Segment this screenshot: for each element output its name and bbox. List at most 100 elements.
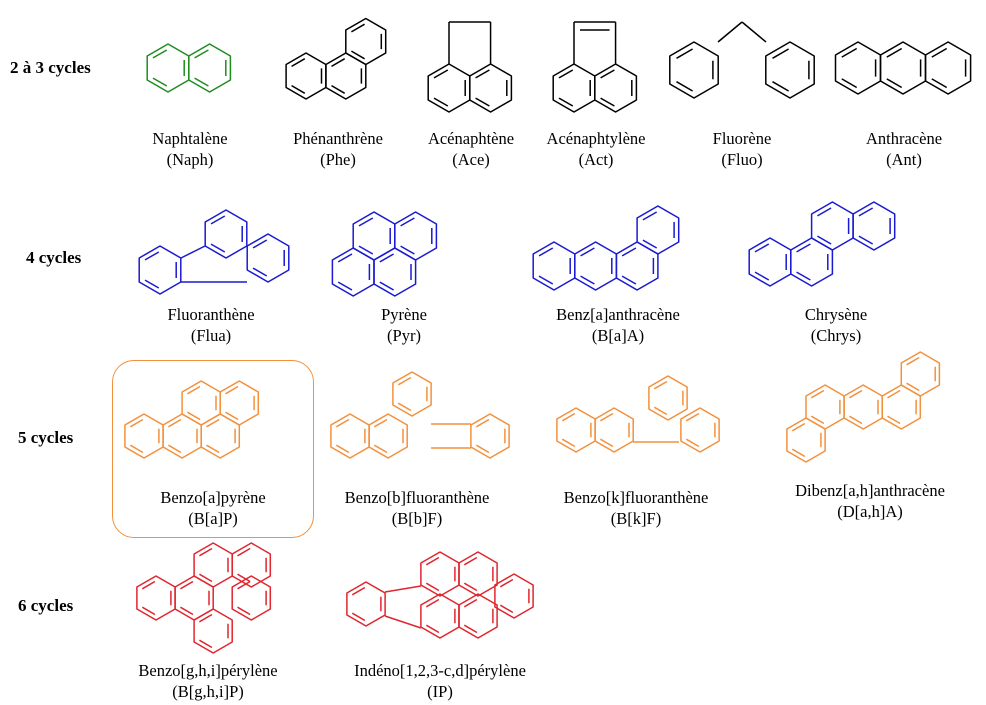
benzene-ring: [615, 241, 659, 291]
bond-line: [384, 615, 422, 629]
caption-indeno-perylene: Indéno[1,2,3-c,d]pérylène (IP): [354, 660, 526, 702]
naphtalene-structure: [146, 43, 232, 93]
benzene-ring: [748, 237, 792, 287]
benzene-ring: [924, 41, 972, 95]
row-label-4-cycles: 4 cycles: [26, 248, 82, 267]
benzene-ring: [834, 41, 882, 95]
caption-acenaphtylene: Acénaphtylène (Act): [547, 128, 646, 170]
abbr-pyrene: (Pyr): [387, 326, 421, 345]
benzene-ring: [556, 407, 596, 453]
benzene-ring: [458, 551, 498, 597]
abbr-chrysene: (Chrys): [810, 326, 862, 345]
caption-anthracene: Anthracène (Ant): [866, 128, 942, 170]
fluoranthene-structure: [138, 209, 290, 295]
anthracene-structure: [834, 41, 972, 95]
benzene-ring: [246, 233, 290, 283]
benzene-ring: [765, 41, 815, 99]
benzene-ring: [193, 608, 233, 654]
name-benzo-b-fluoranthene: Benzo[b]fluoranthène: [344, 488, 490, 507]
benzene-ring: [193, 542, 233, 588]
name-indeno-perylene: Indéno[1,2,3-c,d]pérylène: [354, 661, 526, 680]
name-pyrene: Pyrène: [381, 305, 427, 324]
benzene-ring: [345, 17, 387, 66]
dibenz-a-h-anthracene-structure: [786, 351, 941, 463]
bond-line: [180, 245, 206, 259]
bond-line: [384, 585, 422, 593]
benzene-ring: [285, 52, 327, 100]
abbr-indeno-perylene: (IP): [427, 682, 453, 701]
benzo-k-fluoranthene-structure: [556, 375, 720, 453]
benzene-ring: [231, 575, 272, 621]
caption-benz-a-anthracene: Benz[a]anthracène (B[a]A): [556, 304, 680, 346]
benzene-ring: [420, 593, 460, 639]
benzene-ring: [352, 211, 396, 261]
benzene-ring: [879, 41, 927, 95]
benzene-ring: [470, 413, 510, 459]
benzene-ring: [373, 247, 417, 297]
benzene-ring: [368, 413, 408, 459]
benzene-ring: [574, 241, 618, 291]
abbr-fluorene: (Fluo): [721, 150, 763, 169]
benzene-ring: [146, 43, 190, 93]
benzene-ring: [427, 63, 471, 113]
bond-line: [717, 21, 743, 43]
row-label-2-3-cycles: 2 à 3 cycles: [10, 58, 91, 77]
benzene-ring: [900, 351, 941, 397]
name-naphtalene: Naphtalène: [152, 129, 228, 148]
benzene-ring: [594, 407, 634, 453]
caption-naphtalene: Naphtalène (Naph): [152, 128, 227, 170]
name-benz-a-anthracene: Benz[a]anthracène: [556, 305, 680, 324]
caption-benzo-ghi-perylene: Benzo[g,h,i]pérylène (B[g,h,i]P): [138, 660, 277, 702]
benzene-ring: [680, 407, 720, 453]
phenanthrene-structure: [285, 17, 387, 100]
benzene-ring: [881, 384, 922, 430]
benzo-ghi-perylene-structure: [136, 542, 272, 654]
name-acenaphtylene: Acénaphtylène: [546, 129, 646, 148]
abbr-benzo-ghi-perylene: (B[g,h,i]P): [172, 682, 244, 701]
abbr-benz-a-anthracene: (B[a]A): [591, 326, 645, 345]
pyrene-structure: [331, 211, 438, 297]
benzene-ring: [532, 241, 576, 291]
name-anthracene: Anthracène: [865, 129, 943, 148]
benzene-ring: [805, 384, 845, 430]
benzo-a-pyrene-structure: [124, 380, 260, 459]
benzene-ring: [394, 211, 438, 261]
name-fluorene: Fluorène: [712, 129, 772, 148]
name-fluoranthene: Fluoranthène: [167, 305, 255, 324]
benzene-ring: [810, 201, 854, 251]
indeno-perylene-structure: [346, 551, 534, 639]
benzene-ring: [330, 413, 370, 459]
benzene-ring: [852, 201, 896, 251]
caption-acenaphtene: Acénaphtène (Ace): [428, 128, 514, 170]
benzene-ring: [790, 237, 834, 287]
benzene-ring: [124, 413, 164, 459]
caption-benzo-b-fluoranthene: Benzo[b]fluoranthène (B[b]F): [345, 487, 490, 529]
benzene-ring: [594, 63, 638, 113]
abbr-anthracene: (Ant): [886, 150, 922, 169]
row-label-5-cycles: 5 cycles: [18, 428, 74, 447]
benzene-ring: [325, 52, 367, 100]
bond-line: [741, 21, 767, 43]
name-benzo-k-fluoranthene: Benzo[k]fluoranthène: [563, 488, 709, 507]
benzene-ring: [669, 41, 719, 99]
benzene-ring: [188, 43, 232, 93]
abbr-acenaphtylene: (Act): [578, 150, 614, 169]
benzo-b-fluoranthene-structure: [330, 371, 510, 459]
caption-chrysene: Chrysène (Chrys): [805, 304, 867, 346]
caption-phenanthrene: Phénanthrène (Phe): [293, 128, 383, 170]
caption-dibenz-a-h-anthracene: Dibenz[a,h]anthracène (D[a,h]A): [795, 480, 945, 522]
acenaphtylene-structure: [552, 21, 638, 113]
caption-fluoranthene: Fluoranthène (Flua): [167, 304, 254, 346]
row-label-6-cycles: 6 cycles: [18, 596, 74, 615]
name-dibenz-a-h-anthracene: Dibenz[a,h]anthracène: [795, 481, 945, 500]
caption-fluorene: Fluorène (Fluo): [713, 128, 772, 170]
abbr-acenaphtene: (Ace): [452, 150, 490, 169]
benzene-ring: [552, 63, 596, 113]
caption-benzo-a-pyrene: Benzo[a]pyrène (B[a]P): [160, 487, 265, 529]
benzene-ring: [458, 593, 498, 639]
abbr-benzo-b-fluoranthene: (B[b]F): [391, 509, 443, 528]
benzene-ring: [331, 247, 375, 297]
benzene-ring: [469, 63, 513, 113]
